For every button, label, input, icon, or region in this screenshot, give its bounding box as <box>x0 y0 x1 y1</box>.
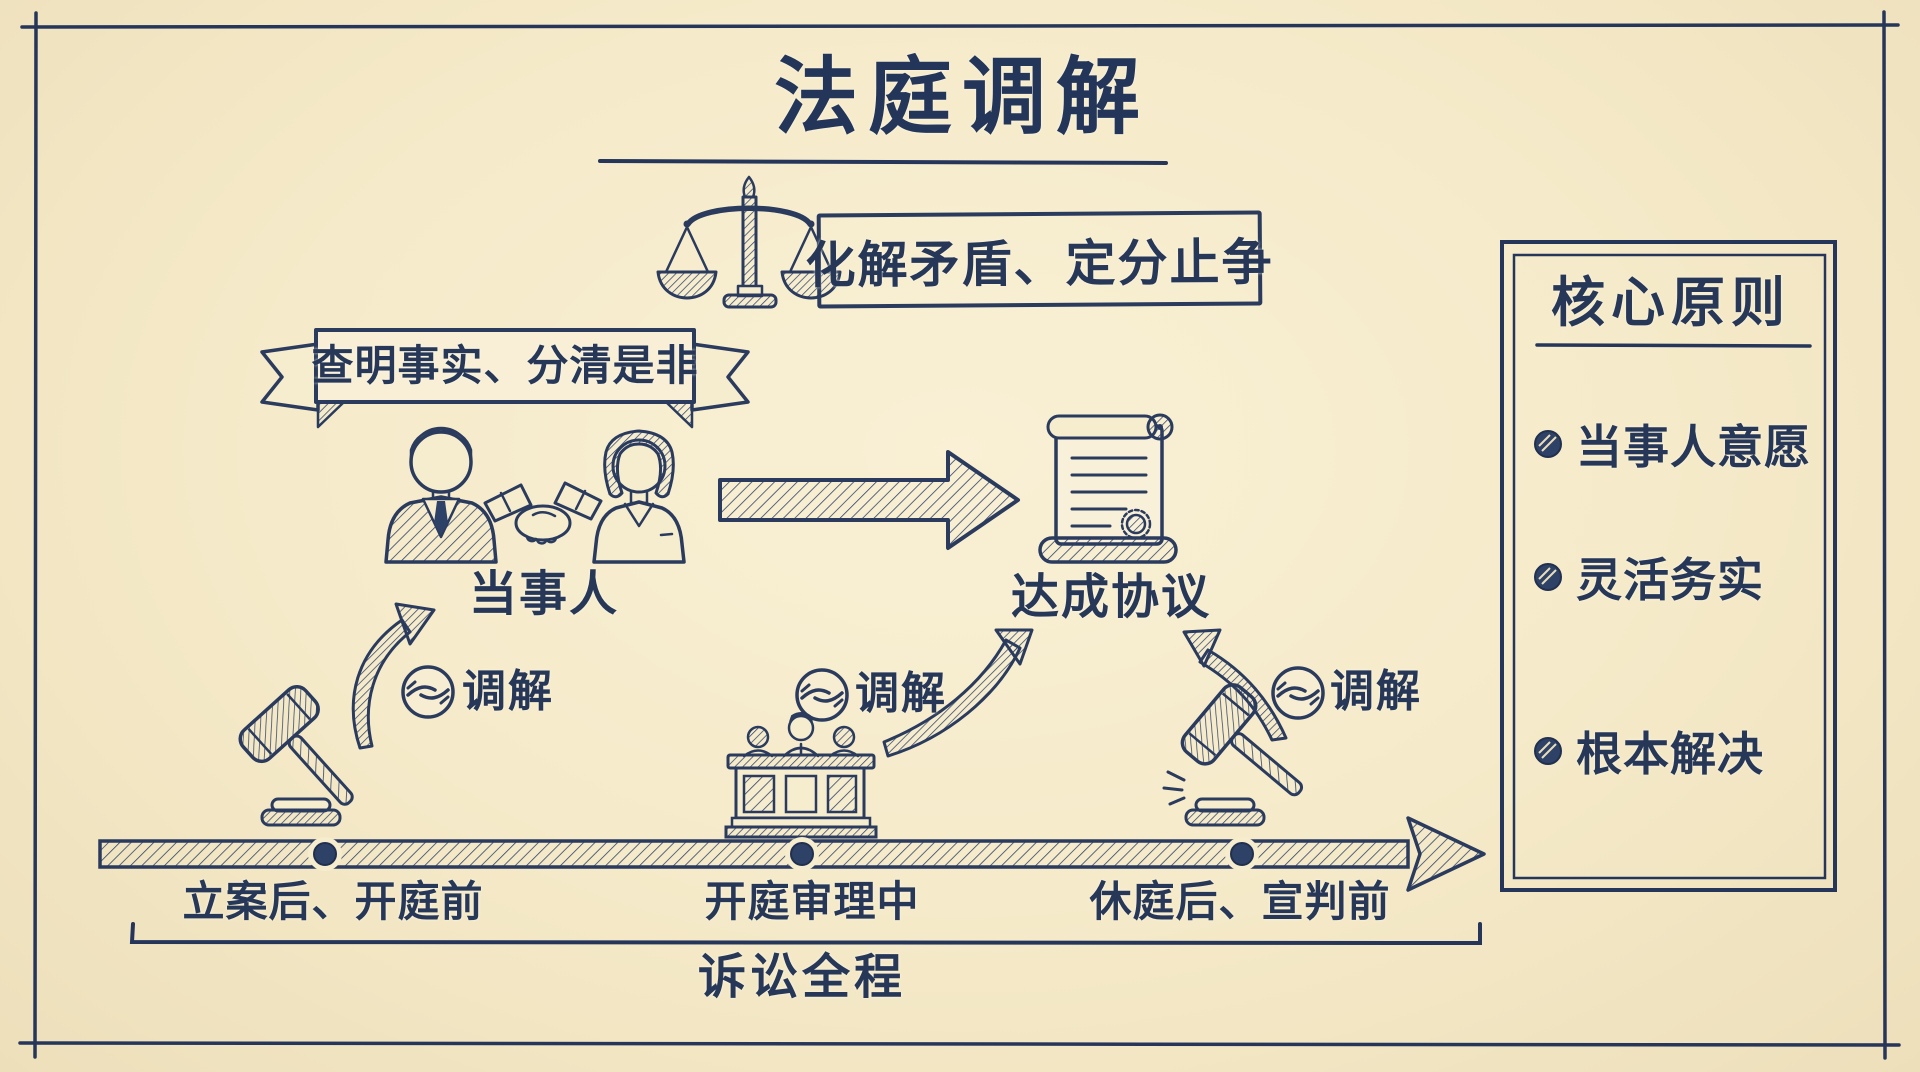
timeline-marker-dots <box>308 837 1259 871</box>
span-bracket <box>129 922 1482 946</box>
parties-label: 当事人 <box>468 568 620 621</box>
parties-handshake-illustration <box>384 426 686 564</box>
mission-box-text: 化解矛盾、定分止争 <box>805 233 1274 294</box>
gavel-icon <box>233 680 383 832</box>
title-underline <box>598 159 1168 165</box>
page-frame <box>18 10 1901 1060</box>
handshake-illustration <box>483 481 603 545</box>
mediation-label-1: 调解 <box>462 667 554 716</box>
principle-item-3: 根本解决 <box>1576 728 1764 780</box>
timeline-span-label: 诉讼全程 <box>697 951 907 1004</box>
judge-bench-icon <box>724 712 878 839</box>
bullet-dot <box>1534 737 1562 765</box>
gavel-striking-icon <box>1162 678 1329 827</box>
party-man-figure <box>384 426 498 564</box>
timeline-phase-1: 立案后、开庭前 <box>182 878 484 925</box>
bullet-dot <box>1534 430 1562 458</box>
agreement-scroll-icon <box>1038 413 1178 564</box>
party-woman-figure <box>592 429 686 564</box>
handshake-icon <box>1271 666 1325 720</box>
principles-panel-title: 核心原则 <box>1551 273 1791 333</box>
curved-arrow-1-icon <box>351 602 436 750</box>
curved-arrow-2-icon <box>882 628 1034 758</box>
principles-panel-border <box>1500 240 1837 892</box>
ribbon-banner <box>260 328 750 429</box>
principle-item-1: 当事人意愿 <box>1576 421 1811 473</box>
mediation-label-3: 调解 <box>1330 667 1422 716</box>
bullet-dot <box>1534 563 1562 591</box>
page-title: 法庭调解 <box>773 50 1151 144</box>
mediation-label-2: 调解 <box>855 669 947 718</box>
impact-lines <box>1162 770 1186 806</box>
bullet-dots <box>1534 430 1562 765</box>
flow-arrow <box>718 450 1020 550</box>
principle-item-2: 灵活务实 <box>1576 554 1764 606</box>
agreement-label: 达成协议 <box>1010 571 1212 624</box>
mission-box: 化解矛盾、定分止争 <box>805 210 1274 309</box>
timeline-phase-3: 休庭后、宣判前 <box>1089 878 1391 925</box>
ribbon-text: 查明事实、分清是非 <box>311 342 699 389</box>
handshake-icon <box>401 665 455 719</box>
timeline-phase-2: 开庭审理中 <box>704 878 920 925</box>
timeline-arrow <box>98 816 1486 892</box>
scale-of-justice-icon <box>656 175 842 309</box>
